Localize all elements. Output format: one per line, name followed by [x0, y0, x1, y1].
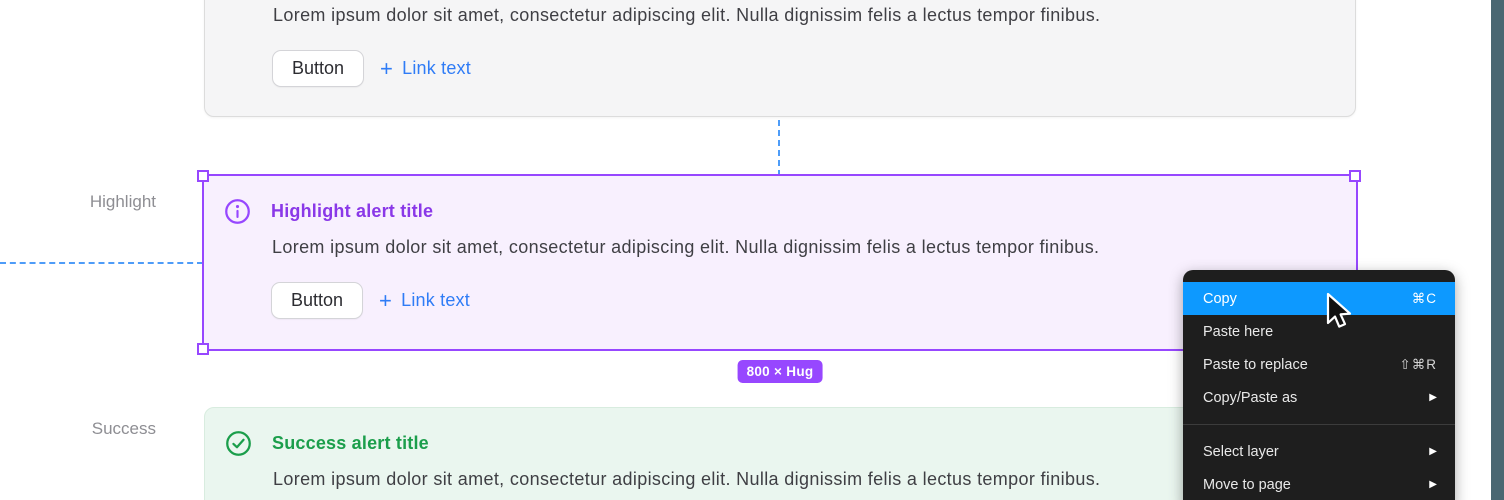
alert-link[interactable]: + Link text: [379, 287, 470, 313]
alert-header: Success alert title: [225, 430, 429, 457]
menu-item-label: Move to page: [1203, 476, 1291, 493]
highlight-alert-card[interactable]: Highlight alert title Lorem ipsum dolor …: [202, 174, 1358, 351]
menu-item-label: Copy: [1203, 290, 1237, 307]
selection-handle-top-left[interactable]: [197, 170, 209, 182]
alert-description: Lorem ipsum dolor sit amet, consectetur …: [273, 469, 1101, 489]
info-icon: [225, 199, 250, 224]
alert-title: Success alert title: [272, 433, 429, 453]
menu-separator: [1183, 424, 1455, 425]
alert-button[interactable]: Button: [272, 50, 365, 87]
menu-shortcut: ⇧⌘R: [1399, 356, 1437, 372]
neutral-alert-card[interactable]: Lorem ipsum dolor sit amet, consectetur …: [204, 0, 1356, 117]
selection-handle-top-right[interactable]: [1349, 170, 1361, 182]
alert-link-label: Link text: [401, 290, 470, 310]
right-panel-edge: [1491, 0, 1504, 500]
menu-item-label: Copy/Paste as: [1203, 389, 1298, 406]
alert-title: Highlight alert title: [271, 201, 434, 221]
alert-link[interactable]: + Link text: [380, 55, 471, 81]
menu-item-label: Paste to replace: [1203, 356, 1308, 373]
menu-shortcut: ⌘C: [1411, 290, 1437, 306]
menu-item-copy[interactable]: Copy ⌘C: [1183, 282, 1455, 315]
alert-description: Lorem ipsum dolor sit amet, consectetur …: [272, 237, 1100, 257]
success-alert-card[interactable]: Success alert title Lorem ipsum dolor si…: [204, 407, 1356, 500]
submenu-arrow-icon: ▶: [1429, 446, 1437, 457]
menu-item-move-to-page[interactable]: Move to page ▶: [1183, 468, 1455, 500]
alert-actions: Button + Link text: [271, 282, 470, 319]
plus-icon: +: [379, 287, 393, 313]
section-label-highlight: Highlight: [89, 192, 156, 211]
alert-description: Lorem ipsum dolor sit amet, consectetur …: [273, 5, 1101, 25]
alert-actions: Button + Link text: [272, 50, 471, 87]
context-menu: Copy ⌘C Paste here Paste to replace ⇧⌘R …: [1183, 270, 1455, 500]
menu-item-paste-to-replace[interactable]: Paste to replace ⇧⌘R: [1183, 348, 1455, 381]
selection-size-badge: 800 × Hug: [737, 360, 823, 383]
alert-button[interactable]: Button: [271, 282, 364, 319]
submenu-arrow-icon: ▶: [1429, 479, 1437, 490]
menu-item-paste-here[interactable]: Paste here: [1183, 315, 1455, 348]
section-label-success: Success: [91, 419, 156, 438]
menu-item-label: Paste here: [1203, 323, 1274, 340]
alert-header: Highlight alert title: [224, 198, 433, 225]
menu-item-label: Select layer: [1203, 443, 1279, 460]
horizontal-center-guide: [0, 262, 203, 264]
check-circle-icon: [226, 431, 251, 456]
plus-icon: +: [380, 55, 394, 81]
menu-item-copy-paste-as[interactable]: Copy/Paste as ▶: [1183, 381, 1455, 414]
menu-item-select-layer[interactable]: Select layer ▶: [1183, 435, 1455, 468]
alert-link-label: Link text: [402, 58, 471, 78]
submenu-arrow-icon: ▶: [1429, 392, 1437, 403]
cursor-icon: [1326, 292, 1352, 328]
selection-handle-bottom-left[interactable]: [197, 343, 209, 355]
